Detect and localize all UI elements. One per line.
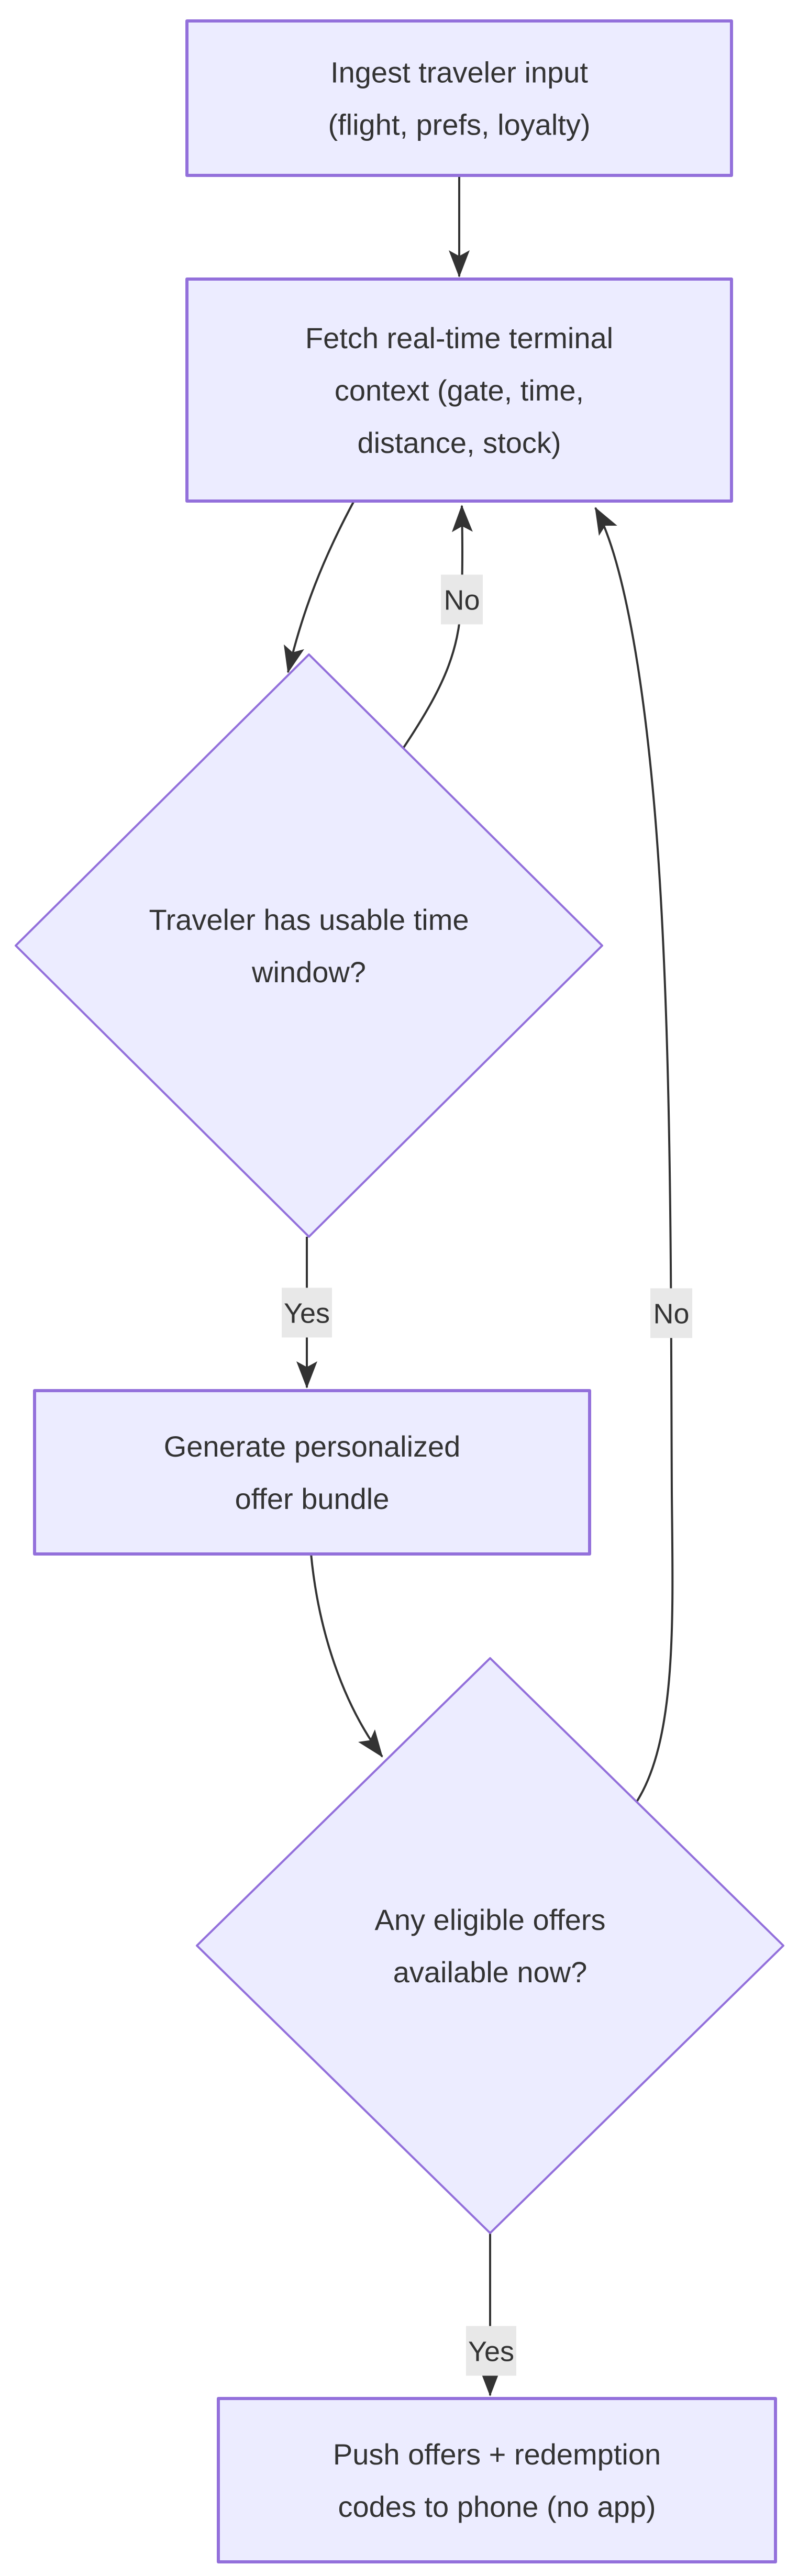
node-ingest: Ingest traveler input (flight, prefs, loy… [185, 19, 733, 177]
node-push: Push offers + redemption codes to phone (… [217, 2397, 777, 2563]
edge-bundle-to-eligible-offers [310, 1553, 383, 1758]
edge-label-eligible-offers-no-to-fetch: No [650, 1288, 692, 1338]
bundle-label-line: offer bundle [235, 1482, 390, 1515]
edge-label-eligible-offers-yes-to-push: Yes [466, 2326, 516, 2376]
ingest-label-line: Ingest traveler input [330, 56, 588, 89]
node-time-window: Traveler has usable time window? [15, 653, 603, 1238]
ingest-label-line: (flight, prefs, loyalty) [328, 108, 590, 141]
push-label-line: codes to phone (no app) [338, 2490, 656, 2523]
edge-label-text: No [653, 1298, 689, 1329]
bundle-box [33, 1389, 591, 1556]
edge-label-text: No [444, 584, 480, 616]
edge-fetch-to-time-window [283, 501, 355, 673]
edge-time-window-no-to-fetch [402, 505, 473, 749]
ingest-box [185, 19, 733, 177]
fetch-label-line: distance, stock) [357, 426, 561, 459]
edge-label-background [441, 574, 483, 625]
fetch-label-line: context (gate, time, [335, 374, 584, 407]
edge-label-time-window-no-to-fetch: No [441, 574, 483, 625]
eligible-offers-label-line: Any eligible offers [375, 1903, 606, 1936]
eligible-offers-label-line: available now? [393, 1956, 587, 1989]
edge-label-text: Yes [468, 2336, 514, 2367]
time-window-label-line: window? [251, 956, 366, 989]
edge-layer [283, 175, 674, 2396]
node-eligible-offers: Any eligible offers available now? [196, 1657, 784, 2234]
fetch-label-line: Fetch real-time terminal [305, 321, 613, 354]
node-layer: Ingest traveler input (flight, prefs, loy… [15, 19, 784, 2563]
edge-label-background [466, 2326, 516, 2376]
push-label-line: Push offers + redemption [333, 2438, 661, 2471]
push-box [217, 2397, 777, 2563]
node-fetch: Fetch real-time terminal context (gate, t… [185, 277, 733, 503]
edge-label-time-window-yes-to-bundle: Yes [282, 1287, 332, 1338]
eligible-offers-diamond [196, 1657, 784, 2234]
edge-label-background [282, 1287, 332, 1338]
fetch-box [185, 277, 733, 503]
node-bundle: Generate personalized offer bundle [33, 1389, 591, 1556]
edge-label-text: Yes [284, 1297, 330, 1329]
time-window-diamond [15, 653, 603, 1238]
edge-eligible-offers-no-to-fetch [594, 507, 674, 1803]
bundle-label-line: Generate personalized [164, 1430, 461, 1463]
time-window-label-line: Traveler has usable time [149, 903, 469, 936]
edge-label-background [650, 1288, 692, 1338]
